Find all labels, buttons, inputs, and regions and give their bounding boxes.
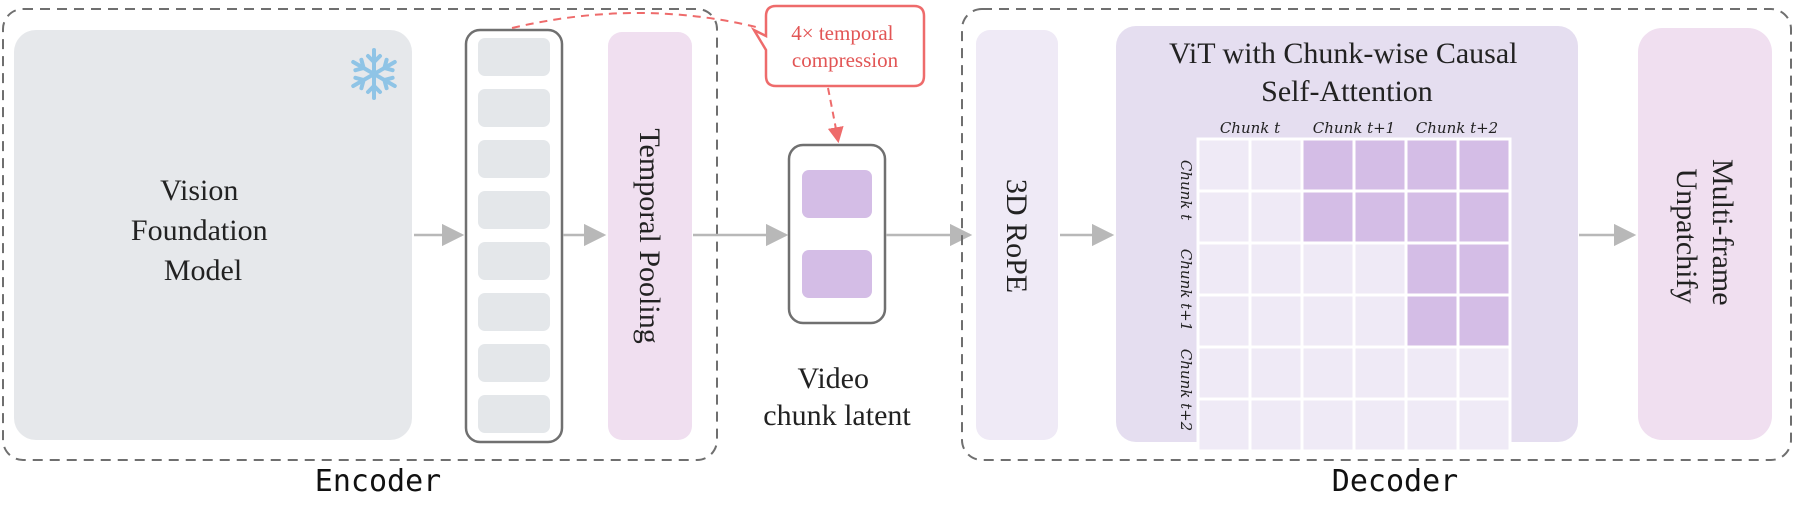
- token: [478, 293, 550, 331]
- col-chunk-t1: Chunk t+1: [1313, 119, 1395, 137]
- token: [478, 344, 550, 382]
- attention-cell: [1404, 345, 1460, 401]
- attention-cell: [1300, 397, 1356, 453]
- decoder-group: [961, 8, 1792, 461]
- callout-text: 4× temporal compression: [791, 21, 898, 72]
- unpatchify-label: Multi-frame Unpatchify: [1670, 159, 1739, 313]
- attention-cell: [1248, 293, 1304, 349]
- attention-cell: [1456, 241, 1512, 297]
- attention-cell: [1352, 345, 1408, 401]
- attention-cell: [1300, 137, 1356, 193]
- attention-cell: [1456, 345, 1512, 401]
- vit-title: ViT with Chunk-wise Causal Self-Attentio…: [1169, 37, 1525, 108]
- attention-cell: [1456, 189, 1512, 245]
- temporal-pooling-block: [608, 32, 692, 440]
- attention-cell: [1196, 189, 1252, 245]
- attention-mask-grid: [1196, 137, 1512, 453]
- row-chunk-t1: Chunk t+1: [1177, 249, 1195, 331]
- token: [478, 191, 550, 229]
- col-chunk-t2: Chunk t+2: [1416, 119, 1498, 137]
- attention-cell: [1352, 241, 1408, 297]
- attention-cell: [1196, 293, 1252, 349]
- attention-cell: [1248, 137, 1304, 193]
- callout-arrow: [827, 87, 844, 144]
- attention-cell: [1456, 397, 1512, 453]
- token: [478, 140, 550, 178]
- attention-cell: [1248, 397, 1304, 453]
- attention-cell: [1404, 397, 1460, 453]
- attention-cell: [1300, 293, 1356, 349]
- token: [478, 395, 550, 433]
- attention-cell: [1248, 241, 1304, 297]
- attention-grid-border: [1196, 137, 1512, 453]
- compression-dashed-link: [511, 12, 761, 29]
- attention-cell: [1456, 293, 1512, 349]
- attention-cell: [1404, 241, 1460, 297]
- latent-token: [802, 250, 872, 298]
- unpatchify-block: [1638, 28, 1772, 440]
- decoder-label: Decoder: [1332, 464, 1458, 499]
- attention-cell: [1404, 189, 1460, 245]
- token-stack: [464, 28, 564, 444]
- token-list: [478, 38, 550, 433]
- temporal-pooling-label: Temporal Pooling: [633, 128, 666, 343]
- attention-cell: [1300, 189, 1356, 245]
- attention-cell: [1352, 397, 1408, 453]
- 3d-rope-label: 3D RoPE: [1000, 179, 1033, 293]
- vfm-label: Vision Foundation Model: [131, 174, 275, 287]
- row-chunk-t: Chunk t: [1177, 160, 1195, 221]
- attention-cell: [1352, 293, 1408, 349]
- callout-bubble: [750, 4, 926, 88]
- attention-cell: [1456, 137, 1512, 193]
- latent-label: Video chunk latent: [763, 362, 911, 432]
- attention-cell: [1300, 345, 1356, 401]
- attention-cell: [1248, 345, 1304, 401]
- col-chunk-t: Chunk t: [1220, 119, 1281, 137]
- attention-cell: [1196, 345, 1252, 401]
- 3d-rope-block: [976, 30, 1058, 440]
- snowflake-icon: [351, 48, 397, 100]
- attention-cell: [1404, 293, 1460, 349]
- token: [478, 242, 550, 280]
- attention-cell: [1352, 189, 1408, 245]
- encoder-label: Encoder: [315, 464, 441, 499]
- attention-cell: [1196, 397, 1252, 453]
- attention-cell: [1300, 241, 1356, 297]
- attention-cell: [1404, 137, 1460, 193]
- attention-cell: [1352, 137, 1408, 193]
- attention-cell: [1248, 189, 1304, 245]
- token: [478, 89, 550, 127]
- vision-foundation-model-block: [14, 30, 412, 440]
- row-chunk-t2: Chunk t+2: [1177, 349, 1195, 431]
- latent-token: [802, 170, 872, 218]
- attention-cell: [1196, 241, 1252, 297]
- attention-cell: [1196, 137, 1252, 193]
- token: [478, 38, 550, 76]
